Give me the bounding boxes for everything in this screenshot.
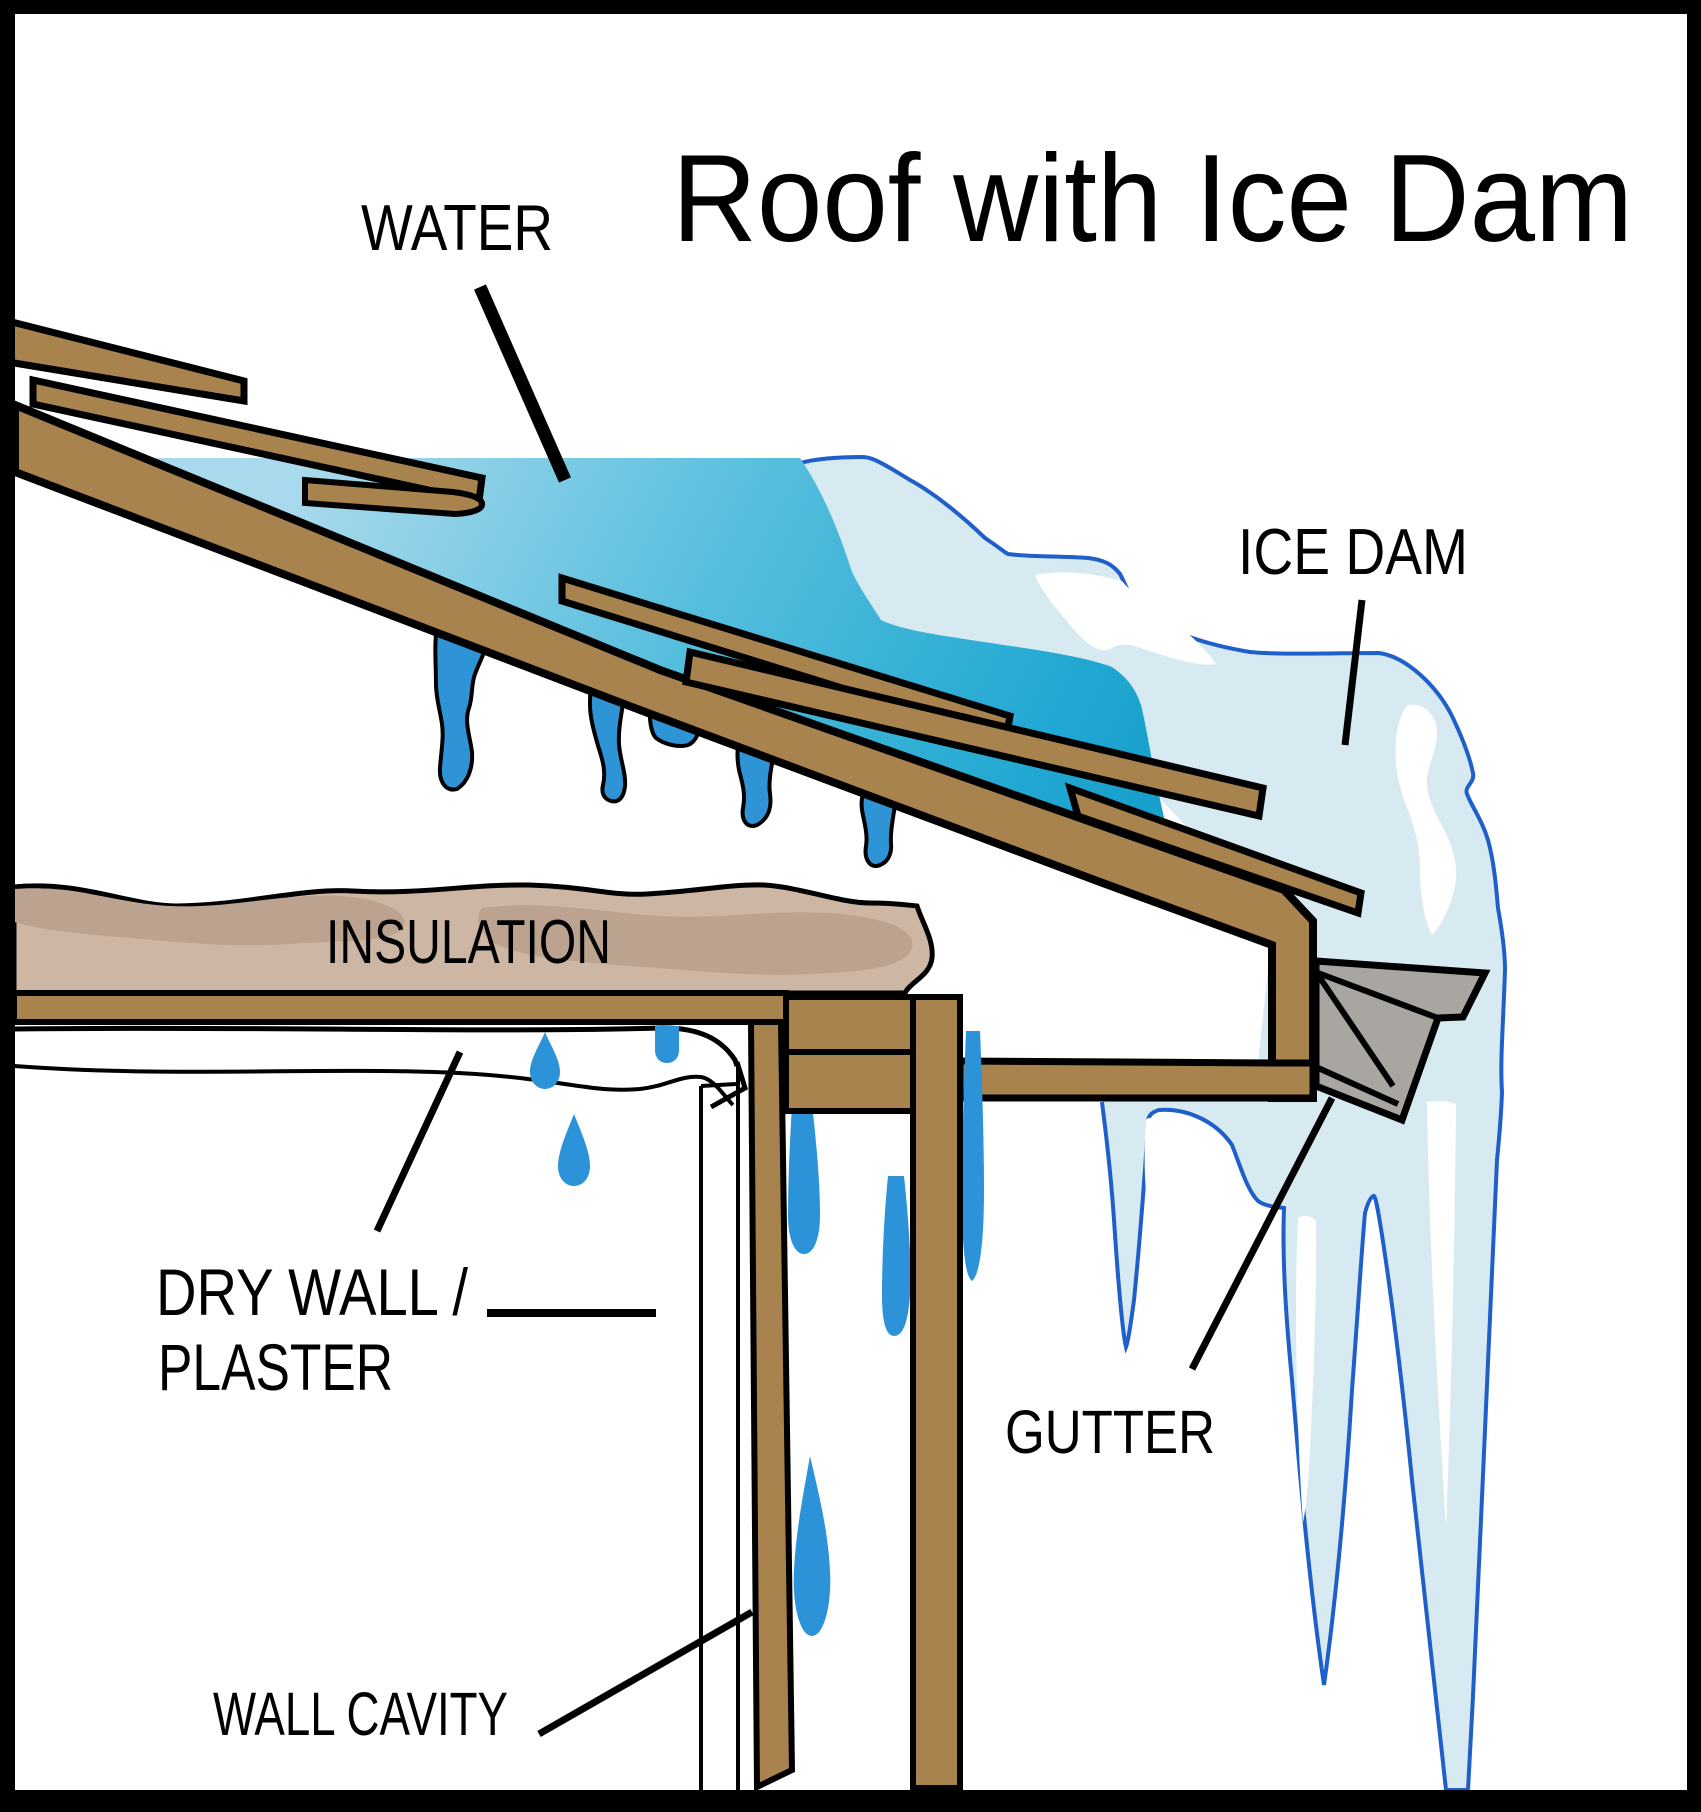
svg-text:DRY WALL /: DRY WALL / bbox=[156, 1255, 469, 1329]
svg-text:ICE DAM: ICE DAM bbox=[1238, 515, 1468, 588]
svg-text:GUTTER: GUTTER bbox=[1005, 1398, 1215, 1466]
svg-text:Roof with Ice Dam: Roof with Ice Dam bbox=[672, 130, 1633, 268]
svg-text:WATER: WATER bbox=[361, 191, 553, 264]
svg-text:PLASTER: PLASTER bbox=[158, 1330, 393, 1404]
svg-text:WALL CAVITY: WALL CAVITY bbox=[213, 1680, 508, 1748]
svg-text:INSULATION: INSULATION bbox=[326, 908, 611, 977]
